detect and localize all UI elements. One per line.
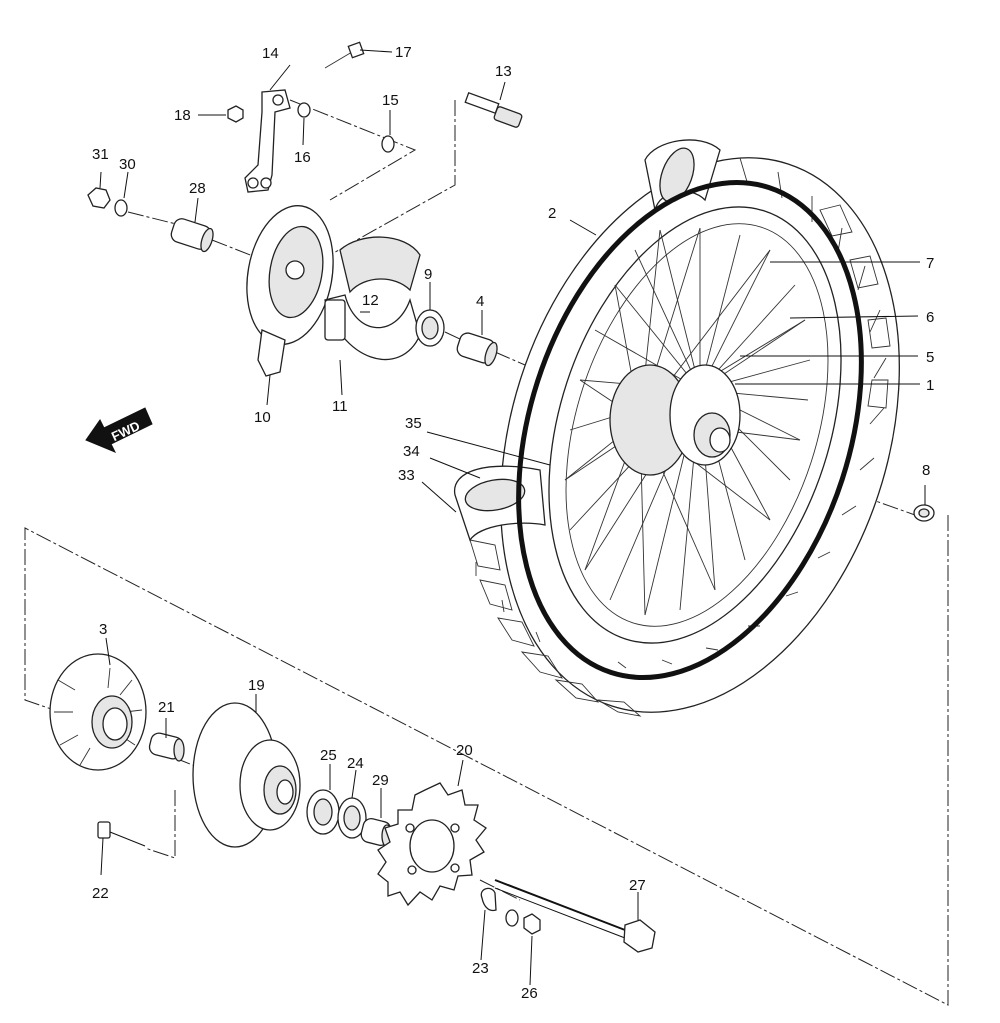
bearing-9	[415, 309, 445, 347]
bearing-25	[306, 789, 340, 835]
callout-15: 15	[382, 92, 399, 109]
washer-30	[114, 199, 128, 217]
callout-11: 11	[332, 398, 348, 415]
nut-31	[87, 187, 111, 209]
callout-25: 25	[320, 747, 337, 764]
callout-31: 31	[92, 146, 109, 163]
callout-13: 13	[495, 63, 512, 80]
fwd-label: FWD	[109, 418, 142, 444]
callout-8: 8	[922, 462, 930, 479]
lock-washer-23	[480, 887, 497, 912]
callout-7: 7	[926, 255, 934, 272]
nut-26	[523, 913, 541, 935]
callout-21: 21	[158, 699, 175, 716]
callout-17: 17	[395, 44, 412, 61]
collar-29	[360, 818, 393, 848]
callout-2: 2	[548, 205, 556, 222]
tube	[516, 179, 864, 681]
brake-panel-10	[246, 205, 334, 377]
callout-20: 20	[456, 742, 473, 759]
callout-4: 4	[476, 293, 484, 310]
callout-24: 24	[347, 755, 364, 772]
sprocket-carrier-19	[192, 702, 301, 848]
callout-12: 12	[362, 292, 379, 309]
callout-33: 33	[398, 467, 415, 484]
spacer-28	[170, 218, 214, 253]
brake-shoes-11	[324, 236, 421, 361]
callout-26: 26	[521, 985, 538, 1002]
callout-30: 30	[119, 156, 136, 173]
brake-arm	[244, 89, 291, 193]
callout-5: 5	[926, 349, 934, 366]
forward-direction-arrow: FWD	[85, 407, 153, 453]
tire-tread	[469, 149, 891, 717]
nut-18	[227, 105, 244, 123]
callout-29: 29	[372, 772, 389, 789]
callout-35: 35	[405, 415, 422, 432]
callout-1: 1	[926, 377, 934, 394]
axle-27	[494, 879, 656, 953]
brake-switch-13	[464, 91, 523, 128]
bolt-22	[97, 821, 146, 847]
callout-34: 34	[403, 443, 420, 460]
washer-16	[297, 102, 311, 118]
callout-28: 28	[189, 180, 206, 197]
rear-wheel	[454, 139, 900, 717]
callout-labels: 1 2 3 4 5 6 7 8 9 10 11 12 13 14 15 16 1…	[92, 44, 934, 1002]
seal-24	[337, 797, 367, 839]
callout-16: 16	[294, 149, 311, 166]
callout-3: 3	[99, 621, 107, 638]
bearing-8	[913, 504, 935, 522]
callout-19: 19	[248, 677, 265, 694]
damper-3	[49, 653, 147, 771]
sprocket-20	[377, 782, 487, 907]
leader-lines	[99, 49, 926, 986]
callout-14: 14	[262, 45, 279, 62]
bolt-17	[324, 41, 365, 69]
callout-22: 22	[92, 885, 109, 902]
spacer-4	[456, 332, 498, 367]
callout-9: 9	[424, 266, 432, 283]
collar-21	[148, 732, 185, 762]
callout-6: 6	[926, 309, 934, 326]
callout-23: 23	[472, 960, 489, 977]
callout-10: 10	[254, 409, 271, 426]
clip-15	[381, 135, 395, 153]
callout-27: 27	[629, 877, 646, 894]
callout-18: 18	[174, 107, 191, 124]
